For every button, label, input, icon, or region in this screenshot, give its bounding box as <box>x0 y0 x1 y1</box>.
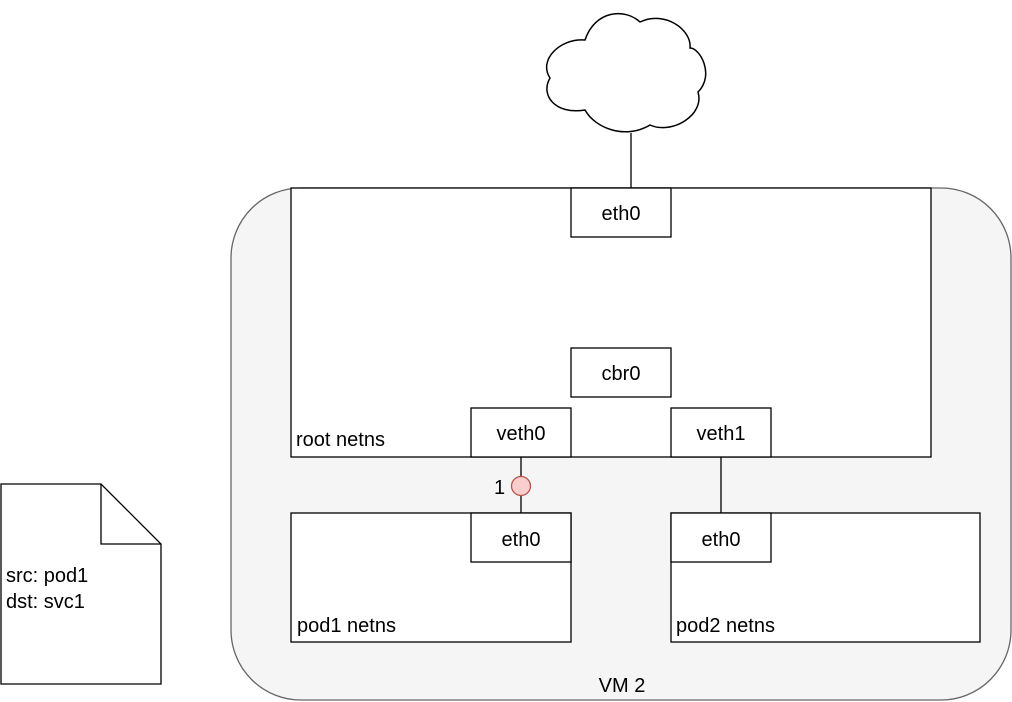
pod2-eth0-label: eth0 <box>702 529 741 551</box>
cbr0-label: cbr0 <box>602 363 641 385</box>
pod1-netns-label: pod1 netns <box>297 615 396 637</box>
packet-dst-label: dst: svc1 <box>6 591 85 613</box>
root-eth0-label: eth0 <box>602 203 641 225</box>
pod1-eth0-label: eth0 <box>502 529 541 551</box>
packet-document-icon <box>0 483 162 685</box>
step-marker-label: 1 <box>494 477 505 499</box>
step-marker <box>510 475 532 497</box>
veth1-box <box>670 407 772 458</box>
vm-label: VM 2 <box>599 675 646 697</box>
pod1-eth0-box <box>470 512 572 563</box>
veth0-label: veth0 <box>497 423 546 445</box>
cbr0-box <box>570 347 672 398</box>
veth1-label: veth1 <box>697 423 746 445</box>
cloud-icon <box>545 12 707 133</box>
pod2-netns-label: pod2 netns <box>676 615 775 637</box>
root-eth0-box <box>570 187 672 238</box>
packet-document-fold <box>100 484 161 545</box>
root-netns-label: root netns <box>296 429 385 451</box>
pod2-eth0-box <box>670 512 772 563</box>
packet-src-label: src: pod1 <box>6 565 88 587</box>
veth0-box <box>470 407 572 458</box>
